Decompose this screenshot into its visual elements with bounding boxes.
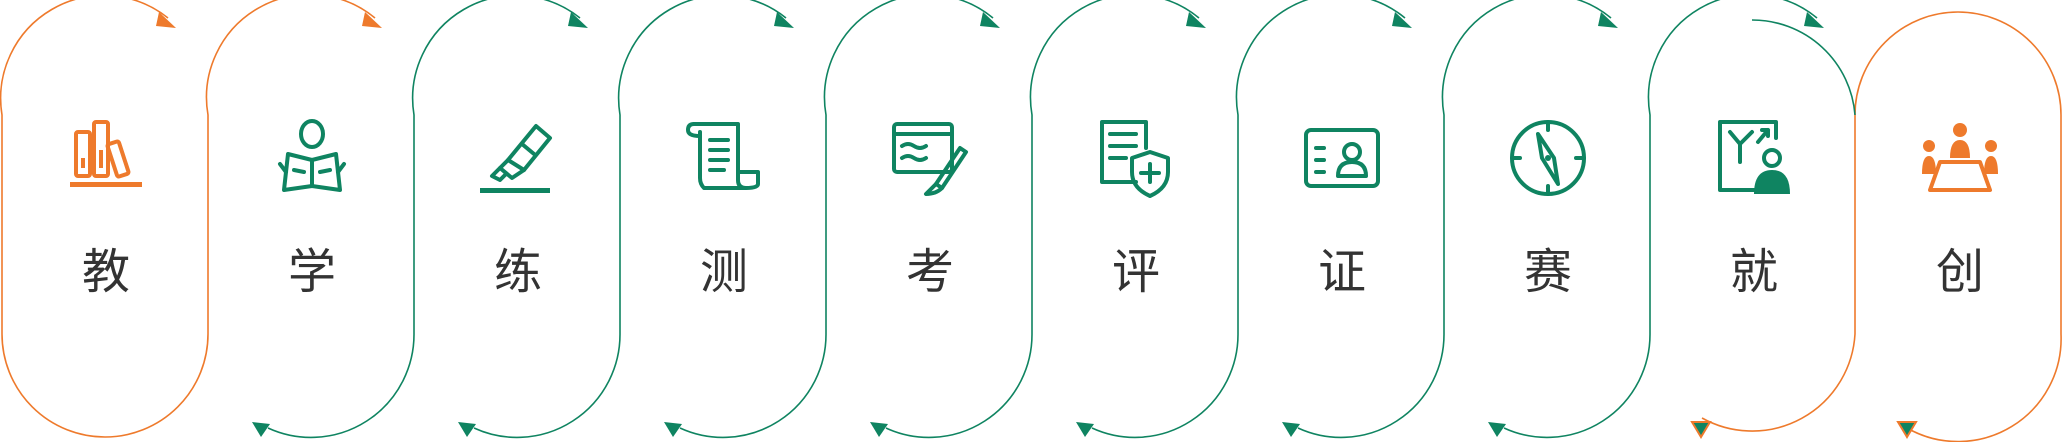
arrowhead-7 xyxy=(1392,12,1412,28)
arrowhead-8 xyxy=(1598,12,1618,28)
shield-document-icon xyxy=(1100,120,1170,198)
step-label: 考 xyxy=(905,244,954,300)
arrowhead-b3 xyxy=(664,422,682,437)
step-sai: 赛 xyxy=(1445,0,1651,442)
exam-paper-icon xyxy=(892,122,968,196)
arrowhead-b9 xyxy=(1896,421,1918,439)
compass-icon xyxy=(1510,120,1586,196)
arrowhead-4 xyxy=(774,12,794,28)
arrowhead-b1 xyxy=(252,422,270,437)
arrowhead-b6 xyxy=(1282,422,1300,437)
step-label: 学 xyxy=(287,244,336,300)
step-ce: 测 xyxy=(621,0,827,442)
step-label: 教 xyxy=(81,244,130,300)
step-label: 证 xyxy=(1317,244,1366,300)
step-zheng: 证 xyxy=(1239,0,1445,442)
flow-loop-jiao xyxy=(0,0,376,438)
arrowhead-1 xyxy=(156,12,176,28)
arrowhead-3 xyxy=(568,12,588,28)
step-chuang: 创 xyxy=(1857,0,2062,442)
flow-loop-chuang xyxy=(1701,11,2062,442)
arrowhead-5 xyxy=(980,12,1000,28)
reading-icon xyxy=(278,119,346,192)
step-label: 就 xyxy=(1729,244,1778,300)
step-jiao: 教 xyxy=(3,0,209,442)
arrowhead-9 xyxy=(1804,12,1824,28)
arrowhead-b2 xyxy=(458,422,476,437)
team-meeting-icon xyxy=(1922,123,1998,192)
books-icon xyxy=(70,120,142,187)
arrowhead-b4 xyxy=(870,422,888,437)
arrowhead-b5 xyxy=(1076,422,1094,437)
step-xue: 学 xyxy=(209,0,415,442)
step-kao: 考 xyxy=(827,0,1033,442)
step-ping: 评 xyxy=(1033,0,1239,442)
step-label: 评 xyxy=(1111,244,1160,300)
id-card-icon xyxy=(1304,128,1380,188)
step-jiu: 就 xyxy=(1651,0,1857,442)
scroll-icon xyxy=(686,122,760,190)
step-label: 创 xyxy=(1935,244,1984,300)
step-label: 练 xyxy=(493,244,542,300)
step-label: 赛 xyxy=(1523,244,1572,300)
highlighter-icon xyxy=(480,124,552,193)
arrowhead-b8 xyxy=(1690,421,1712,439)
arrowhead-b7 xyxy=(1488,422,1506,437)
flow-connector-green xyxy=(267,0,1856,439)
step-label: 测 xyxy=(699,244,748,300)
arrowhead-6 xyxy=(1186,12,1206,28)
job-board-icon xyxy=(1718,120,1790,194)
step-lian: 练 xyxy=(415,0,621,442)
arrowhead-2 xyxy=(362,12,382,28)
